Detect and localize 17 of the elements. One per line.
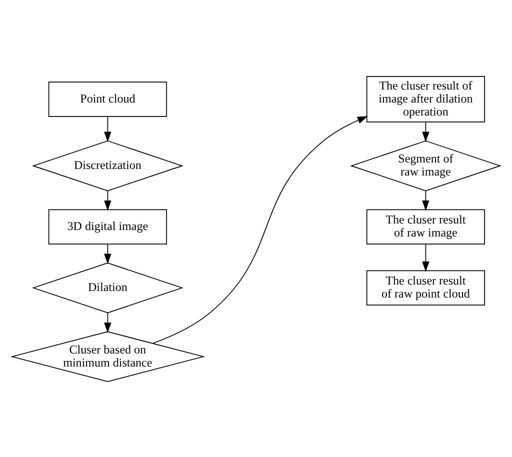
node-box: The cluser result of image after dilation operation: [366, 76, 485, 122]
node-box: The cluser result of raw image: [366, 208, 485, 244]
node-box: The cluser result of raw point cloud: [366, 270, 485, 305]
arrow: [422, 243, 430, 272]
node-diamond: Dilation: [32, 262, 184, 313]
node-box: Point cloud: [48, 81, 167, 116]
node-diamond: Discretization: [32, 140, 184, 191]
arrow: [104, 243, 112, 264]
arrow: [104, 190, 112, 210]
arrow: [422, 190, 430, 210]
arrow: [104, 312, 112, 332]
arrow: [104, 116, 112, 142]
node-diamond: Segment of raw image: [350, 140, 502, 191]
arrow: [422, 121, 430, 142]
node-diamond: Cluser based on minimum distance: [10, 330, 206, 382]
arrow: [152, 116, 368, 344]
node-box: 3D digital image: [48, 208, 167, 244]
